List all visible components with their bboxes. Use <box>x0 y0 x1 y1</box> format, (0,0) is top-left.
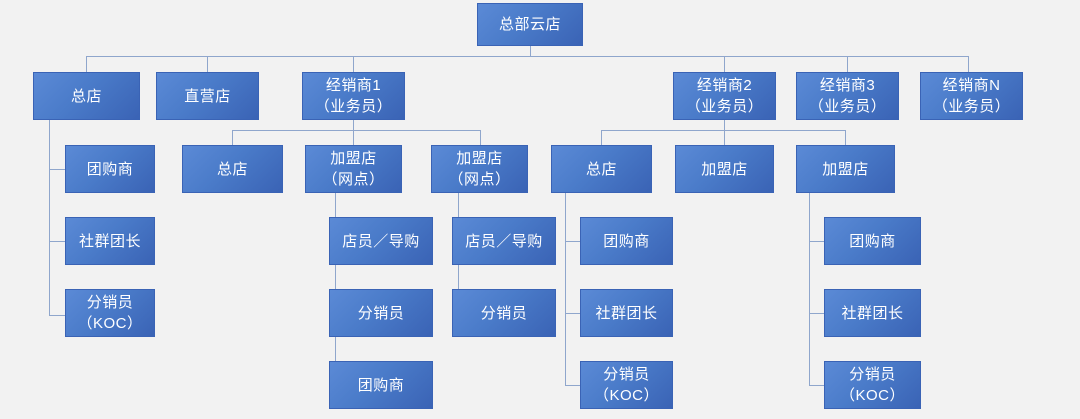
node-l4-distributor-koc-a[interactable]: 分销员 （KOC） <box>65 289 155 337</box>
node-label: 经销商1 <box>325 77 382 94</box>
connector-jx2-drop-c <box>845 130 846 146</box>
node-l3-zongdian-b[interactable]: 总店 <box>182 145 283 193</box>
connector-jx2-drop-a <box>601 130 602 146</box>
node-l4-clerk-guide-c[interactable]: 店员／导购 <box>329 217 433 265</box>
node-l2-dealer-1[interactable]: 经销商1 （业务员） <box>302 72 405 120</box>
connector-root-stem <box>530 46 531 56</box>
node-l2-dealer-3[interactable]: 经销商3 （业务员） <box>796 72 899 120</box>
node-label: 总部云店 <box>498 16 561 33</box>
connector-zongdian-stub-2 <box>49 241 65 242</box>
node-label: 分销员 <box>86 294 134 311</box>
node-label: 直营店 <box>184 87 231 105</box>
node-label: 社群团长 <box>841 304 904 322</box>
connector-zongdian-spine <box>49 120 50 315</box>
connector-jmd-g-stub-2 <box>809 313 824 314</box>
node-sublabel: （业务员） <box>932 98 1011 115</box>
node-l4-group-buyer-g[interactable]: 团购商 <box>824 217 921 265</box>
node-l4-community-leader-e[interactable]: 社群团长 <box>580 289 673 337</box>
connector-drop-jingxiaoshang1 <box>353 56 354 72</box>
node-sublabel: （KOC） <box>593 387 659 404</box>
node-label: 分销员 <box>849 366 896 383</box>
connector-zongdian-e-spine <box>565 192 566 385</box>
node-l4-community-leader-a[interactable]: 社群团长 <box>65 217 155 265</box>
connector-zongdian-e-stub-2 <box>565 313 580 314</box>
connector-jx1-drop-c <box>480 130 481 146</box>
node-l3-franchise-f[interactable]: 加盟店 <box>675 145 774 193</box>
node-l4-clerk-guide-d[interactable]: 店员／导购 <box>452 217 556 265</box>
node-label: 团购商 <box>849 232 896 250</box>
connector-jmd-c-spine <box>335 192 336 385</box>
connector-jmd-g-stub-1 <box>809 241 824 242</box>
node-root-headquarters-cloud-store[interactable]: 总部云店 <box>477 3 583 46</box>
node-label: 店员／导购 <box>342 232 420 250</box>
node-label: 经销商3 <box>819 77 876 94</box>
node-sublabel: （网点） <box>322 171 385 188</box>
node-label: 分销员 <box>357 304 405 322</box>
node-l3-franchise-g[interactable]: 加盟店 <box>796 145 895 193</box>
node-l4-distributor-d[interactable]: 分销员 <box>452 289 556 337</box>
node-label: 分销员 <box>603 366 650 383</box>
connector-drop-zhiyingdian <box>207 56 208 72</box>
node-label: 店员／导购 <box>465 232 543 250</box>
connector-jmd-g-spine <box>809 192 810 385</box>
connector-drop-jingxiaoshang3 <box>847 56 848 72</box>
node-l2-zongdian[interactable]: 总店 <box>33 72 140 120</box>
node-l2-zhiyingdian[interactable]: 直营店 <box>156 72 259 120</box>
node-label: 总店 <box>216 160 248 178</box>
node-label: 加盟店 <box>822 160 869 178</box>
node-l3-zongdian-e[interactable]: 总店 <box>551 145 652 193</box>
connector-jx1-drop-a <box>232 130 233 146</box>
node-sublabel: （KOC） <box>77 315 143 332</box>
connector-jmd-g-stub-3 <box>809 385 824 386</box>
node-label: 总店 <box>70 87 102 105</box>
node-label: 加盟店 <box>701 160 748 178</box>
connector-level2-bus <box>86 56 968 57</box>
node-label: 团购商 <box>603 232 650 250</box>
node-sublabel: （KOC） <box>839 387 905 404</box>
node-l2-dealer-2[interactable]: 经销商2 （业务员） <box>673 72 776 120</box>
node-l2-dealer-n[interactable]: 经销商N （业务员） <box>920 72 1023 120</box>
node-l4-distributor-c[interactable]: 分销员 <box>329 289 433 337</box>
node-l3-franchise-d[interactable]: 加盟店 （网点） <box>431 145 528 193</box>
node-label: 社群团长 <box>78 232 141 250</box>
node-sublabel: （业务员） <box>808 98 887 115</box>
node-label: 加盟店 <box>330 150 377 167</box>
node-label: 经销商2 <box>696 77 753 94</box>
connector-drop-zongdian <box>86 56 87 72</box>
node-l4-group-buyer-e[interactable]: 团购商 <box>580 217 673 265</box>
node-label: 分销员 <box>480 304 528 322</box>
node-l3-group-buyer-a[interactable]: 团购商 <box>65 145 155 193</box>
node-l4-distributor-koc-e[interactable]: 分销员 （KOC） <box>580 361 673 409</box>
connector-zongdian-e-stub-1 <box>565 241 580 242</box>
connector-zongdian-stub-1 <box>49 169 65 170</box>
node-label: 总店 <box>585 160 617 178</box>
node-label: 团购商 <box>357 376 405 394</box>
connector-zongdian-e-stub-3 <box>565 385 580 386</box>
node-label: 经销商N <box>942 77 1001 94</box>
connector-jx2-drop-b <box>724 130 725 146</box>
node-l4-community-leader-g[interactable]: 社群团长 <box>824 289 921 337</box>
node-label: 社群团长 <box>595 304 658 322</box>
node-l4-group-buyer-c[interactable]: 团购商 <box>329 361 433 409</box>
node-sublabel: （业务员） <box>685 98 764 115</box>
connector-drop-jingxiaoshang2 <box>724 56 725 72</box>
connector-jx2-stem <box>724 120 725 130</box>
connector-drop-jingxiaoshangN <box>968 56 969 72</box>
connector-jx2-bus <box>601 130 845 131</box>
node-label: 加盟店 <box>456 150 503 167</box>
connector-jx1-bus <box>232 130 480 131</box>
node-l3-franchise-c[interactable]: 加盟店 （网点） <box>305 145 402 193</box>
node-sublabel: （网点） <box>448 171 511 188</box>
node-l4-distributor-koc-g[interactable]: 分销员 （KOC） <box>824 361 921 409</box>
connector-jx1-stem <box>353 120 354 130</box>
connector-zongdian-stub-3 <box>49 315 65 316</box>
node-label: 团购商 <box>86 160 134 178</box>
connector-jx1-drop-b <box>353 130 354 146</box>
node-sublabel: （业务员） <box>314 98 393 115</box>
